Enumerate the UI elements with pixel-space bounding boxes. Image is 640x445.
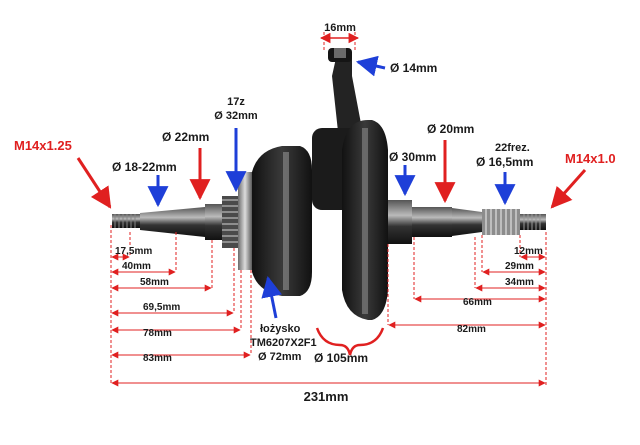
dim-left-4: 78mm xyxy=(143,328,172,339)
right-journal-label: Ø 30mm xyxy=(389,150,436,164)
dim-right-0: 12mm xyxy=(514,246,543,257)
bearing-diam-label: Ø 72mm xyxy=(258,351,302,363)
small-end-label: Ø 14mm xyxy=(390,61,437,75)
labels: 16mm Ø 14mm 17z Ø 32mm M14x1.25 Ø 18-22m… xyxy=(14,22,616,404)
left-seat-label: Ø 22mm xyxy=(162,130,209,144)
dim-right-4: 82mm xyxy=(457,324,486,335)
spline-diam-label: Ø 16,5mm xyxy=(476,155,533,169)
left-dimensions xyxy=(110,225,547,387)
right-journal xyxy=(388,200,412,244)
dim-right-1: 29mm xyxy=(505,261,534,272)
right-seat xyxy=(412,207,452,237)
bearing-model-label: TM6207X2F1 xyxy=(250,337,317,349)
crankshaft xyxy=(112,48,546,320)
right-seat-label: Ø 20mm xyxy=(427,122,474,136)
spline-teeth-label: 22frez. xyxy=(495,142,530,154)
pin-width-label: 16mm xyxy=(324,22,356,34)
dim-left-0: 17,5mm xyxy=(115,246,152,257)
total-length-label: 231mm xyxy=(304,389,349,404)
sprocket-diam-label: Ø 32mm xyxy=(214,110,258,122)
left-seat xyxy=(205,204,223,240)
dim-left-5: 83mm xyxy=(143,353,172,364)
right-taper xyxy=(452,208,482,236)
flywheel-diam-label: Ø 105mm xyxy=(314,351,368,365)
left-taper-label: Ø 18-22mm xyxy=(112,160,177,174)
dim-left-1: 40mm xyxy=(122,261,151,272)
dim-left-2: 58mm xyxy=(140,277,169,288)
dim-right-2: 34mm xyxy=(505,277,534,288)
dim-left-3: 69,5mm xyxy=(143,302,180,313)
sprocket-teeth-label: 17z xyxy=(227,96,245,108)
right-thread-label: M14x1.0 xyxy=(565,151,616,166)
pointer-arrows xyxy=(76,32,587,356)
bearing-label: łożysko xyxy=(260,323,301,335)
bearing-body xyxy=(238,172,252,270)
left-thread xyxy=(112,214,140,228)
left-flywheel xyxy=(252,146,312,296)
left-taper xyxy=(140,207,205,237)
left-thread-label: M14x1.25 xyxy=(14,138,72,153)
dim-right-3: 66mm xyxy=(463,297,492,308)
timing-sprocket xyxy=(222,196,238,248)
